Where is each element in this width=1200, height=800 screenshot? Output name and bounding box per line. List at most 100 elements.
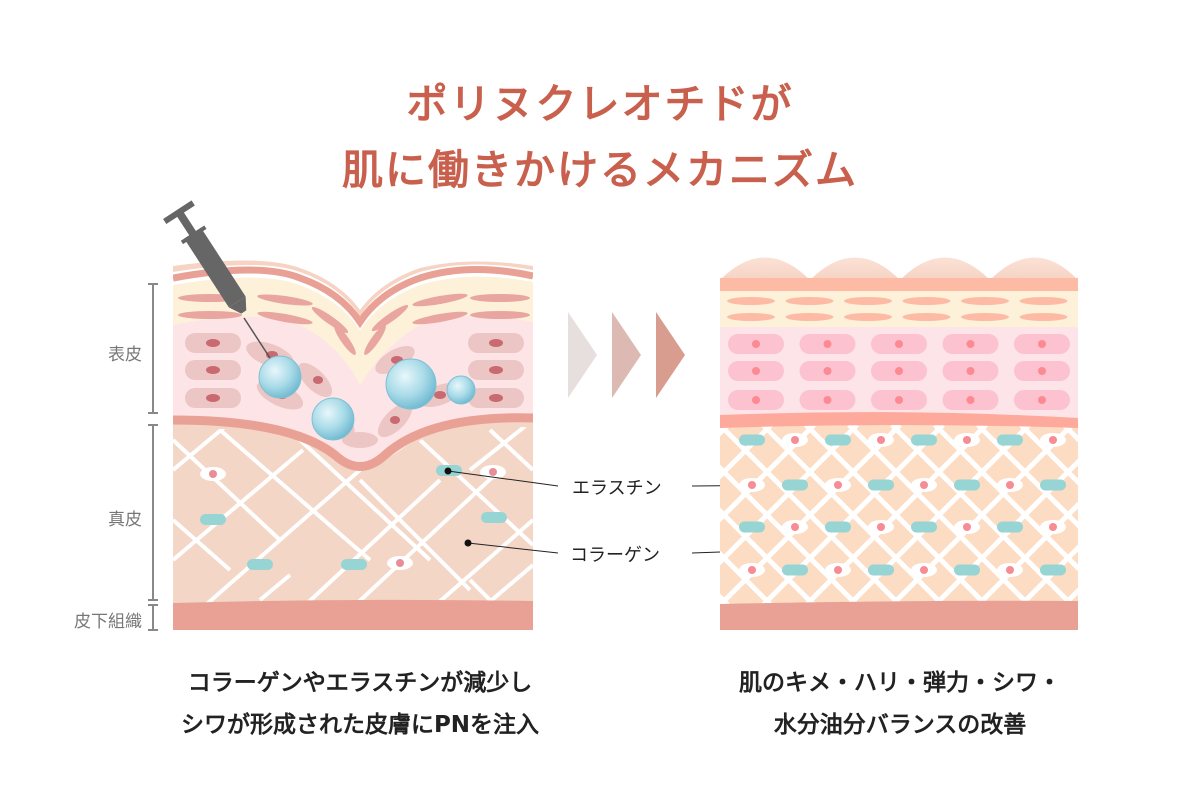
flake <box>1019 297 1068 305</box>
fibroblast-nucleus <box>1006 566 1014 574</box>
collagen-fiber <box>1193 425 1200 605</box>
fibroblast-nucleus <box>1049 523 1057 531</box>
layer-brackets <box>148 283 158 631</box>
syringe-icon <box>163 200 271 359</box>
elastin-fiber <box>868 564 894 576</box>
collagen-fiber <box>1107 425 1200 605</box>
fibroblast-nucleus <box>920 481 928 489</box>
elastin-fibers <box>200 465 507 570</box>
cell-nucleus <box>966 340 975 348</box>
collagen-fiber <box>720 425 730 437</box>
elastin-fiber <box>997 434 1023 446</box>
fibroblast-nucleus <box>1049 436 1057 444</box>
caption-after: 肌のキメ・ハリ・弾力・シワ・ 水分油分バランスの改善 <box>660 662 1140 746</box>
collagen-fiber <box>720 425 859 566</box>
fibroblast-nucleus <box>834 566 842 574</box>
annotation-collagen: コラーゲン <box>570 545 660 566</box>
cell-nucleus <box>1038 367 1046 375</box>
cell-nucleus <box>752 367 760 375</box>
cell-nucleus <box>752 396 760 404</box>
collagen-fiber <box>1150 425 1200 605</box>
elastin-fiber <box>1040 564 1066 576</box>
label-subcutaneous: 皮下組織 <box>74 612 142 632</box>
fibroblast-nucleus <box>791 523 799 531</box>
flake <box>961 297 1009 305</box>
elastin-fiber <box>782 479 808 491</box>
label-dermis: 真皮 <box>108 510 142 530</box>
fibroblast-nucleus <box>963 436 971 444</box>
stratum-corneum <box>173 276 533 385</box>
cell-nucleus <box>752 340 760 348</box>
collagen-fiber <box>720 425 816 523</box>
subcutaneous-layer <box>173 599 533 630</box>
fibroblast-nucleus <box>748 481 756 489</box>
cell-nucleus <box>823 340 832 348</box>
cell-nucleus <box>895 367 903 375</box>
skin-before <box>173 260 533 630</box>
flake <box>844 313 892 321</box>
flake <box>844 297 892 305</box>
skin-after <box>720 257 1200 630</box>
cell-nucleus <box>1038 396 1046 404</box>
chevron-right-icon <box>568 312 685 398</box>
flake <box>1019 313 1068 321</box>
collagen-fiber <box>720 425 773 480</box>
elastin-fiber <box>868 479 894 491</box>
fibroblast-nucleus <box>877 436 885 444</box>
annotation-elastin: エラスチン <box>572 478 662 499</box>
cell-nucleus <box>966 396 975 404</box>
collagen-fiber <box>1019 425 1078 486</box>
cell-nucleus <box>823 396 832 404</box>
fibroblast-nucleus <box>963 523 971 531</box>
collagen-fiber <box>1062 425 1078 443</box>
elastin-fiber <box>997 521 1023 533</box>
flake <box>785 313 834 321</box>
flake <box>727 313 775 321</box>
elastin-fiber <box>911 521 937 533</box>
flake <box>785 297 834 305</box>
cell-nucleus <box>966 367 975 375</box>
collagen-fiber <box>1062 587 1078 605</box>
collagen-fiber <box>1107 425 1200 605</box>
collagen-fibers <box>173 426 533 610</box>
fibroblast-nucleus <box>877 523 885 531</box>
collagen-fiber <box>1150 425 1200 605</box>
pn-droplet-icon <box>258 355 476 441</box>
title-line-1: ポリヌクレオチドが <box>406 80 794 128</box>
flake <box>961 313 1009 321</box>
cell-nucleus <box>823 367 832 375</box>
fibroblast-nucleus <box>748 566 756 574</box>
flake <box>727 297 775 305</box>
elastin-fiber <box>954 479 980 491</box>
elastin-fiber <box>739 521 765 533</box>
fibroblasts <box>200 465 506 570</box>
collagen-fiber <box>720 593 730 605</box>
collagen-fiber <box>1193 425 1200 605</box>
flake <box>902 297 951 305</box>
elastin-fiber <box>954 564 980 576</box>
caption-before-line2: シワが形成された皮膚にPNを注入 <box>180 712 540 738</box>
elastin-fiber <box>1040 479 1066 491</box>
caption-before-line1: コラーゲンやエラスチンが減少し <box>187 670 533 696</box>
collagen-fiber <box>720 550 773 605</box>
flake <box>902 313 951 321</box>
cell-nucleus <box>895 340 903 348</box>
label-epidermis: 表皮 <box>108 345 142 365</box>
fibroblast-nucleus <box>791 436 799 444</box>
title-line-2: 肌に働きかけるメカニズム <box>342 146 858 194</box>
cell-nucleus <box>895 396 903 404</box>
caption-after-line1: 肌のキメ・ハリ・弾力・シワ・ <box>739 670 1061 696</box>
cell-nucleus <box>1038 340 1046 348</box>
fibroblast-nucleus <box>1006 481 1014 489</box>
fibroblast-nucleus <box>920 566 928 574</box>
stratum-corneum <box>720 291 1078 327</box>
caption-after-line2: 水分油分バランスの改善 <box>773 712 1027 738</box>
caption-before: コラーゲンやエラスチンが減少し シワが形成された皮膚にPNを注入 <box>110 662 610 746</box>
elastin-fiber <box>739 434 765 446</box>
elastin-fiber <box>911 434 937 446</box>
elastin-fiber <box>825 521 851 533</box>
elastin-fiber <box>825 434 851 446</box>
elastin-fiber <box>782 564 808 576</box>
fibroblast-nucleus <box>834 481 842 489</box>
